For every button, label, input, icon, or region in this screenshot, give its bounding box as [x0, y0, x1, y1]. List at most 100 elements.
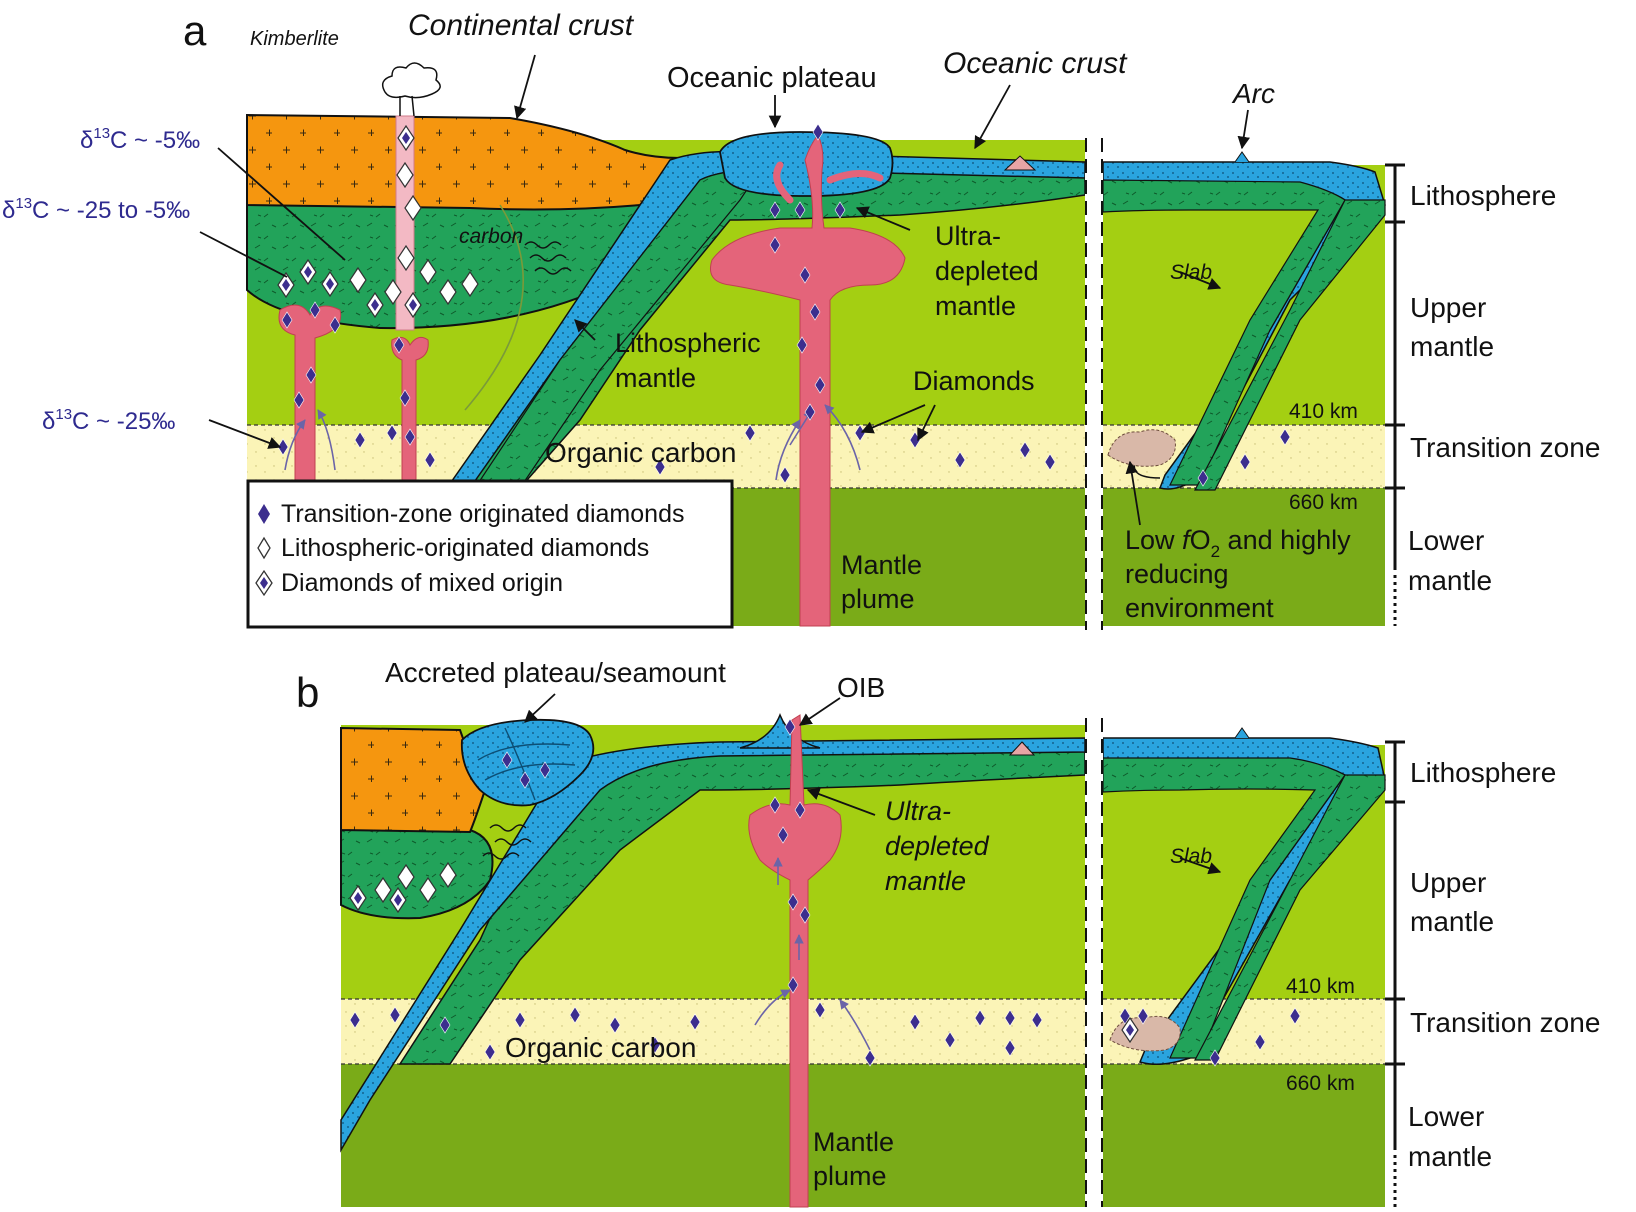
diamond-lith [397, 244, 415, 272]
diamond-tz [834, 201, 846, 219]
section-gap-a [1085, 130, 1103, 630]
right-slab-lower-green-b [1194, 774, 1386, 1061]
diamond-tz [1254, 1033, 1266, 1051]
label-ultra-depleted-1: Ultra- [935, 221, 1001, 251]
label-slab-b: Slab [1170, 845, 1212, 868]
layer-lower-mantle-b-1: Lower [1408, 1101, 1484, 1132]
label-ultra-depleted-b-1: Ultra- [885, 796, 951, 826]
diamond-tz [689, 1013, 701, 1031]
diamond-tz [1044, 453, 1056, 471]
leader-lines-b [524, 693, 1222, 875]
diamond-tz [1209, 1049, 1221, 1067]
layer-upper-mantle-b-2: mantle [1410, 906, 1494, 937]
layer-lithosphere-a: Lithosphere [1410, 180, 1556, 211]
plume-branch [773, 161, 884, 204]
label-mantle-plume-b-1: Mantle [813, 1127, 894, 1157]
diamond-tz [779, 466, 791, 484]
diamond-tz [386, 424, 398, 442]
diamond-tz [293, 391, 305, 409]
diamond-tz [1279, 428, 1291, 446]
diamond-tz [1197, 469, 1209, 487]
diamond-tz [484, 1043, 496, 1061]
layer-lower-mantle-b-2: mantle [1408, 1141, 1492, 1172]
diamond-tz [799, 906, 811, 924]
label-continental-crust: Continental crust [408, 9, 635, 42]
diamond-tz [1289, 1007, 1301, 1025]
diamond-tz [514, 1011, 526, 1029]
legend: Transition-zone originated diamonds Lith… [246, 479, 734, 629]
diamond-tz [1239, 453, 1251, 471]
diamonds-b [349, 718, 1301, 1067]
panel-a: Transition-zone originated diamonds Lith… [2, 7, 1600, 630]
diamond-tz [804, 403, 816, 421]
diamond-tz [744, 424, 756, 442]
diamond-tz [809, 303, 821, 321]
depth-410-b: 410 km [1286, 975, 1355, 998]
diamond-tz [784, 718, 796, 736]
layer-lower-mantle-a-2: mantle [1408, 565, 1492, 596]
diamond-tz [796, 336, 808, 354]
panel-b: b Accreted plateau/seamount OIB Ultra- d… [296, 657, 1600, 1210]
depth-410-a: 410 km [1289, 400, 1358, 423]
diamond-tz [539, 761, 551, 779]
label-d13c-25-to-5: δ13C ~ -25 to -5‰ [2, 195, 190, 224]
diamond-tz [439, 1016, 451, 1034]
right-slab-lower-green [1194, 199, 1386, 491]
panel-b-letter: b [296, 669, 319, 716]
right-lithosphere-b [1102, 757, 1346, 1059]
carbon-squiggles-b [482, 824, 532, 860]
diamond-tz [654, 458, 666, 476]
layer-upper-mantle-a-2: mantle [1410, 331, 1494, 362]
diamond-tz [769, 201, 781, 219]
diamond-lith [461, 270, 479, 298]
diamond-lith [384, 278, 402, 306]
diamond-tz [424, 451, 436, 469]
layer-transition-zone-a: Transition zone [1410, 432, 1600, 463]
label-oib: OIB [837, 672, 885, 703]
layer-scale-a [1385, 163, 1405, 626]
diamond-lith [439, 278, 457, 306]
diamond-tz [1137, 1007, 1149, 1025]
diamond-tz [909, 1013, 921, 1031]
legend-box [246, 479, 734, 629]
diamond-tz [864, 1049, 876, 1067]
diamond-lith [396, 161, 414, 189]
diamond-tz [814, 1001, 826, 1019]
diamond-tz [389, 1006, 401, 1024]
diamond-tz [794, 201, 806, 219]
diamond-tz [794, 801, 806, 819]
diamond-lith [374, 876, 392, 904]
continental-plume-2 [391, 336, 429, 489]
diamond-tz [354, 431, 366, 449]
diamond-tz [954, 451, 966, 469]
section-gap-b [1085, 715, 1103, 1210]
label-mantle-plume-a-2: plume [841, 584, 915, 614]
label-arc: Arc [1231, 78, 1275, 109]
legend-item-0: Transition-zone originated diamonds [281, 500, 684, 528]
label-low-fo2-line2: reducing [1125, 559, 1229, 589]
diamond-tz [1019, 441, 1031, 459]
diamond-lith [419, 876, 437, 904]
diamond-tz [649, 1036, 661, 1054]
diamond-tz [569, 1006, 581, 1024]
label-ultra-depleted-b-2: depleted [885, 831, 990, 861]
label-mantle-plume-a-1: Mantle [841, 550, 922, 580]
diamond-tz [1031, 1011, 1043, 1029]
label-low-fo2-line1: Low fO2 and highly [1125, 525, 1351, 561]
diamond-lith [439, 861, 457, 889]
label-ultra-depleted-2: depleted [935, 256, 1039, 286]
diamond-lith [404, 194, 422, 222]
diamond-lith [349, 266, 367, 294]
diamond-tz [769, 236, 781, 254]
label-d13c-5: δ13C ~ -5‰ [80, 125, 200, 154]
label-oceanic-crust: Oceanic crust [943, 47, 1128, 80]
label-diamonds: Diamonds [913, 366, 1035, 396]
label-ultra-depleted-b-3: mantle [885, 866, 966, 896]
label-lithospheric-mantle-1: Lithospheric [615, 328, 761, 358]
reducing-blob-a [1107, 429, 1176, 467]
upwelling-arrows-b [754, 857, 871, 1051]
arc-bump-b [1234, 727, 1250, 739]
layer-scale-b [1385, 740, 1405, 1207]
layer-transition-zone-b: Transition zone [1410, 1007, 1600, 1038]
diamonds-a [277, 123, 1291, 487]
